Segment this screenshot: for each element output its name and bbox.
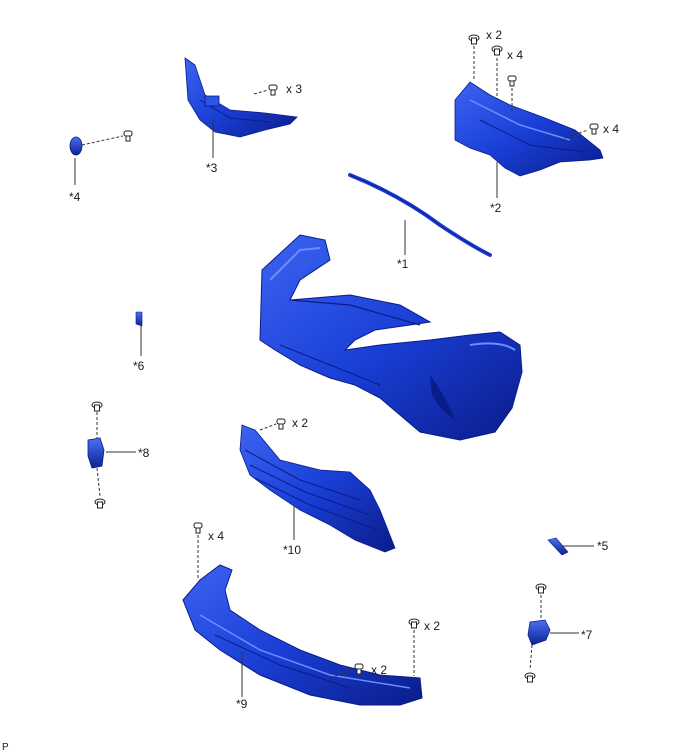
qty-part-3-screw: x 3: [286, 82, 303, 96]
screw-icon: [193, 522, 203, 534]
qty-part-10-screw: x 2: [292, 416, 309, 430]
qty-part-9-bottom-screw: x 2: [371, 663, 388, 677]
clip-icon: [408, 618, 420, 629]
screw-icon: [589, 123, 599, 135]
part-4-emblem: [69, 136, 83, 156]
front-bumper-cover: [259, 234, 523, 441]
qty-part-2-mid-clip: x 4: [507, 48, 524, 62]
clip-icon: [91, 401, 103, 412]
corner-mark: P: [2, 742, 9, 753]
screw-icon: [507, 75, 517, 87]
label-part-6: *6: [133, 359, 145, 373]
clip-icon: [524, 672, 536, 683]
part-7-side-piece: [527, 619, 551, 646]
qty-part-9-side-clip: x 2: [424, 619, 441, 633]
part-9-lower-spoiler: [182, 564, 423, 706]
qty-part-2-top-clip: x 2: [486, 28, 503, 42]
screw-icon: [123, 130, 133, 142]
part-6-bracket: [135, 311, 143, 327]
qty-part-9-clip: x 4: [208, 529, 225, 543]
clip-icon: [468, 34, 480, 45]
part-3-upper-grille: [184, 57, 298, 138]
label-part-9: *9: [236, 697, 248, 711]
leader-lines: [74, 46, 594, 697]
label-part-2: *2: [490, 201, 502, 215]
label-part-5: *5: [597, 539, 609, 553]
label-part-7: *7: [581, 628, 593, 642]
screw-icon: [276, 418, 286, 430]
part-5-cover-piece: [547, 537, 569, 556]
label-part-10: *10: [283, 543, 302, 557]
label-part-4: *4: [69, 190, 81, 204]
qty-part-2-side-screw: x 4: [603, 122, 620, 136]
part-8-side-bracket: [87, 437, 105, 469]
part-1-molding: [348, 173, 492, 257]
part-2-retainer: [454, 81, 604, 177]
label-part-8: *8: [138, 446, 150, 460]
clip-icon: [94, 498, 106, 509]
part-10-lower-grille: [239, 424, 396, 553]
screw-icon: [268, 84, 278, 96]
clip-icon: [535, 583, 547, 594]
clip-icon: [491, 45, 503, 56]
label-part-3: *3: [206, 161, 218, 175]
label-part-1: *1: [397, 257, 409, 271]
